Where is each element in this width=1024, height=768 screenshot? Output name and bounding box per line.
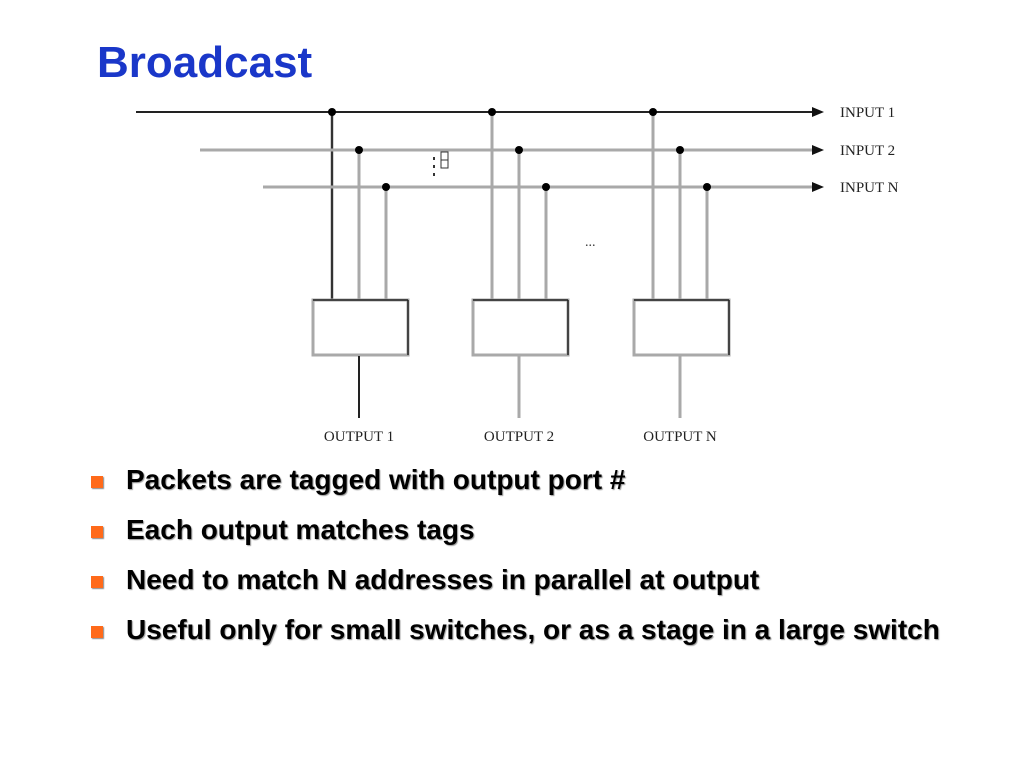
bullet-text: Useful only for small switches, or as a … bbox=[126, 614, 940, 645]
bullet-item: Need to match N addresses in parallel at… bbox=[88, 562, 948, 598]
square-bullet-icon bbox=[91, 626, 103, 638]
output-box-2 bbox=[471, 298, 570, 357]
slide-title: Broadcast bbox=[97, 38, 313, 87]
input-drop-lines bbox=[330, 112, 709, 300]
bullet-item: Each output matches tags bbox=[88, 512, 948, 548]
input-label-2: INPUT 2 bbox=[840, 143, 895, 159]
square-bullet-icon bbox=[91, 526, 103, 538]
bullet-item: Useful only for small switches, or as a … bbox=[88, 612, 948, 648]
bullet-text: Packets are tagged with output port # bbox=[126, 464, 626, 495]
bullet-text: Need to match N addresses in parallel at… bbox=[126, 564, 760, 595]
broadcast-switch-diagram: ... INPUT 1 INPUT 2 INPUT N OUTPUT 1 OUT… bbox=[136, 105, 899, 445]
output-box-1 bbox=[311, 298, 410, 357]
bullet-text: Each output matches tags bbox=[126, 514, 475, 545]
output-box-n bbox=[632, 298, 731, 357]
square-bullet-icon bbox=[91, 476, 103, 488]
output-label-2: OUTPUT 2 bbox=[484, 429, 554, 445]
tap-dot bbox=[328, 108, 336, 116]
arrow-input-1-icon bbox=[812, 107, 824, 117]
square-bullet-icon bbox=[91, 576, 103, 588]
tap-dots bbox=[328, 108, 711, 191]
tap-dot bbox=[542, 183, 550, 191]
tap-dot bbox=[649, 108, 657, 116]
arrow-input-2-icon bbox=[812, 145, 824, 155]
bullet-item: Packets are tagged with output port # bbox=[88, 462, 948, 498]
group-ellipsis: ... bbox=[585, 235, 596, 250]
tap-dot bbox=[703, 183, 711, 191]
output-label-1: OUTPUT 1 bbox=[324, 429, 394, 445]
input-label-n: INPUT N bbox=[840, 180, 899, 196]
tap-dot bbox=[676, 146, 684, 154]
input-label-1: INPUT 1 bbox=[840, 105, 895, 121]
vertical-ellipsis-icon bbox=[433, 151, 449, 176]
tap-dot bbox=[515, 146, 523, 154]
bullet-list: Packets are tagged with output port # Ea… bbox=[88, 462, 948, 662]
output-label-n: OUTPUT N bbox=[643, 429, 717, 445]
tap-dot bbox=[355, 146, 363, 154]
arrow-input-n-icon bbox=[812, 182, 824, 192]
tap-dot bbox=[488, 108, 496, 116]
tap-dot bbox=[382, 183, 390, 191]
